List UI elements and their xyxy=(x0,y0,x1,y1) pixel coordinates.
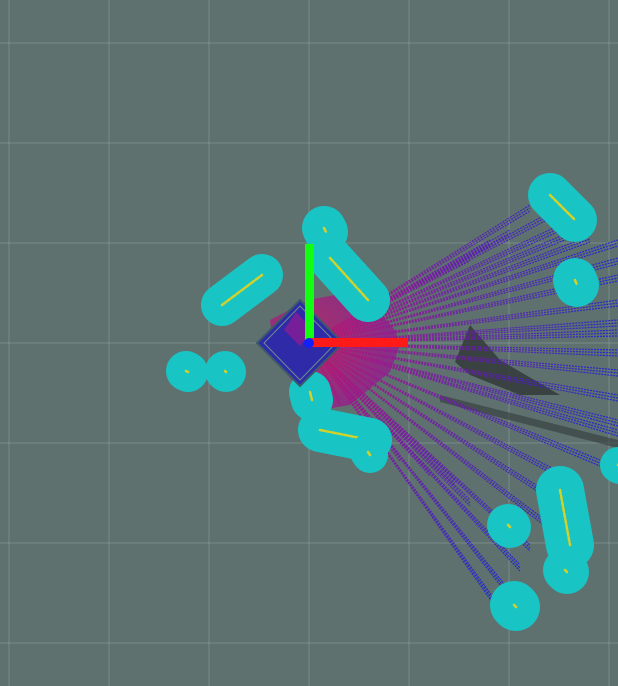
lethal-obstacle xyxy=(512,603,518,609)
scan-ray xyxy=(308,342,361,414)
scan-ray xyxy=(308,342,618,434)
scan-ray xyxy=(308,342,456,487)
scan-ray xyxy=(308,232,511,344)
scan-ray xyxy=(308,342,341,407)
scan-ray xyxy=(308,342,618,427)
scan-ray xyxy=(308,342,576,487)
lethal-obstacle xyxy=(308,390,314,402)
scan-ray xyxy=(308,229,511,344)
lethal-obstacle xyxy=(548,193,577,222)
scan-ray xyxy=(308,235,511,344)
scan-ray xyxy=(308,342,576,484)
lethal-obstacle xyxy=(220,273,264,307)
scan-ray xyxy=(308,235,576,344)
lethal-obstacle xyxy=(322,226,328,234)
lethal-obstacle xyxy=(563,568,569,574)
lethal-obstacle xyxy=(506,523,512,529)
scan-ray xyxy=(308,342,618,431)
scan-ray xyxy=(308,342,361,411)
scan-ray xyxy=(308,235,591,344)
scan-ray xyxy=(308,342,531,549)
scan-ray xyxy=(308,220,546,344)
scan-ray xyxy=(308,342,546,527)
lethal-obstacle xyxy=(328,256,370,302)
scan-ray xyxy=(308,260,618,344)
scan-ray xyxy=(308,342,341,404)
scan-ray xyxy=(308,342,496,604)
tf-axes-icon xyxy=(304,244,408,348)
scan-ray xyxy=(308,305,618,344)
lethal-obstacle xyxy=(184,369,190,374)
scan-ray xyxy=(308,342,618,402)
costmap-obstacles xyxy=(166,173,618,631)
scan-ray xyxy=(308,342,618,437)
scan-ray xyxy=(308,210,531,344)
scan-ray xyxy=(308,342,618,377)
lethal-obstacle xyxy=(573,278,579,287)
scan-ray xyxy=(308,342,431,471)
scan-ray xyxy=(308,214,546,344)
unknown-shadow xyxy=(440,325,618,448)
lethal-obstacle xyxy=(223,369,228,374)
lethal-obstacle xyxy=(558,488,572,547)
scan-ray xyxy=(308,342,506,589)
scan-ray xyxy=(308,241,591,344)
lethal-obstacle xyxy=(366,450,372,457)
scan-ray xyxy=(308,342,601,467)
scan-ray xyxy=(308,342,561,507)
scan-ray xyxy=(308,342,431,474)
scan-ray xyxy=(308,342,618,421)
scan-ray xyxy=(308,230,561,344)
scan-ray xyxy=(308,342,471,507)
scan-ray xyxy=(308,342,496,607)
scan-ray xyxy=(308,342,618,424)
